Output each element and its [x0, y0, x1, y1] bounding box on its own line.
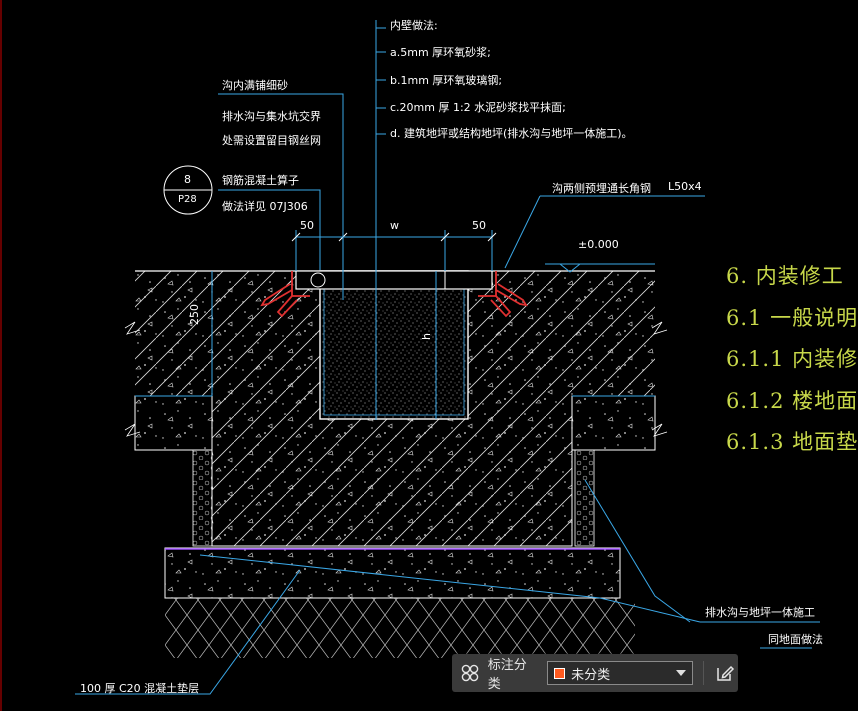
dim-right-50: 50 [472, 219, 486, 232]
lining-title: 内壁做法: [390, 19, 438, 32]
note-section-6-1-3: 6.1.3 地面垫 [726, 430, 858, 454]
angle-steel-anchors [260, 271, 528, 318]
left-side-block [134, 395, 213, 451]
cushion-label: 100 厚 C20 混凝土垫层 [80, 682, 200, 695]
lining-layer-d: d. 建筑地坪或结构地坪(排水沟与地坪一体施工)。 [390, 127, 633, 140]
integrated-construction-label: 排水沟与地坪一体施工 [705, 606, 815, 619]
note-section-6-1-1: 6.1.1 内装修 [726, 347, 858, 371]
drain-note-line2: 处需设置留目钢丝网 [222, 134, 321, 147]
edit-icon[interactable] [712, 660, 738, 686]
left-wall-insulation [192, 449, 213, 547]
lining-layer-b: b.1mm 厚环氧玻璃钢; [390, 74, 503, 87]
angle-steel-spec: L50x4 [668, 180, 702, 193]
earth-fill [165, 598, 635, 658]
category-selected-value: 未分类 [571, 667, 611, 683]
cover-grating [295, 270, 493, 290]
dim-height-h: h [420, 333, 433, 340]
cad-drawing-canvas[interactable] [0, 0, 826, 711]
top-dimensions [291, 230, 497, 271]
elevation-mark: ±0.000 [578, 238, 619, 251]
dim-depth-250: 250 [188, 304, 201, 325]
same-as-floor-label: 同地面做法 [768, 633, 823, 646]
base-cushion [164, 547, 621, 599]
dim-left-50: 50 [300, 219, 314, 232]
trench-sand-label: 沟内满铺细砂 [222, 79, 288, 92]
right-wall-insulation [574, 449, 595, 547]
right-side-block [571, 395, 656, 451]
note-section-6: 6. 内装修工 [726, 264, 844, 288]
grid-circles-icon[interactable] [458, 661, 482, 685]
annotation-category-select[interactable]: 未分类 [547, 661, 694, 685]
leader-lines [75, 20, 820, 695]
cover-title: 钢筋混凝土算子 [222, 174, 299, 187]
lining-layer-a: a.5mm 厚环氧砂浆; [390, 46, 491, 59]
cover-reference: 做法详见 07J306 [222, 200, 308, 213]
drain-note-line1: 排水沟与集水坑交界 [222, 110, 321, 123]
dim-width-w: w [390, 219, 399, 232]
detail-number: 8 [184, 173, 191, 186]
note-section-6-1-2: 6.1.2 楼地面 [726, 389, 858, 413]
angle-steel-label: 沟两侧预埋通长角钢 [552, 182, 651, 195]
note-section-6-1: 6.1 一般说明 [726, 306, 858, 330]
detail-callout [163, 165, 213, 215]
annotation-category-label: 标注分类 [487, 658, 527, 692]
toolbar-divider [703, 661, 705, 685]
annotation-toolbar: 标注分类 未分类 [452, 654, 738, 692]
drain-trench [319, 270, 469, 420]
category-color-swatch [554, 667, 566, 679]
detail-reference: P28 [178, 194, 197, 205]
lining-layer-c: c.20mm 厚 1:2 水泥砂浆找平抹面; [390, 101, 566, 114]
chevron-down-icon [676, 670, 687, 676]
trench-body [211, 396, 573, 547]
